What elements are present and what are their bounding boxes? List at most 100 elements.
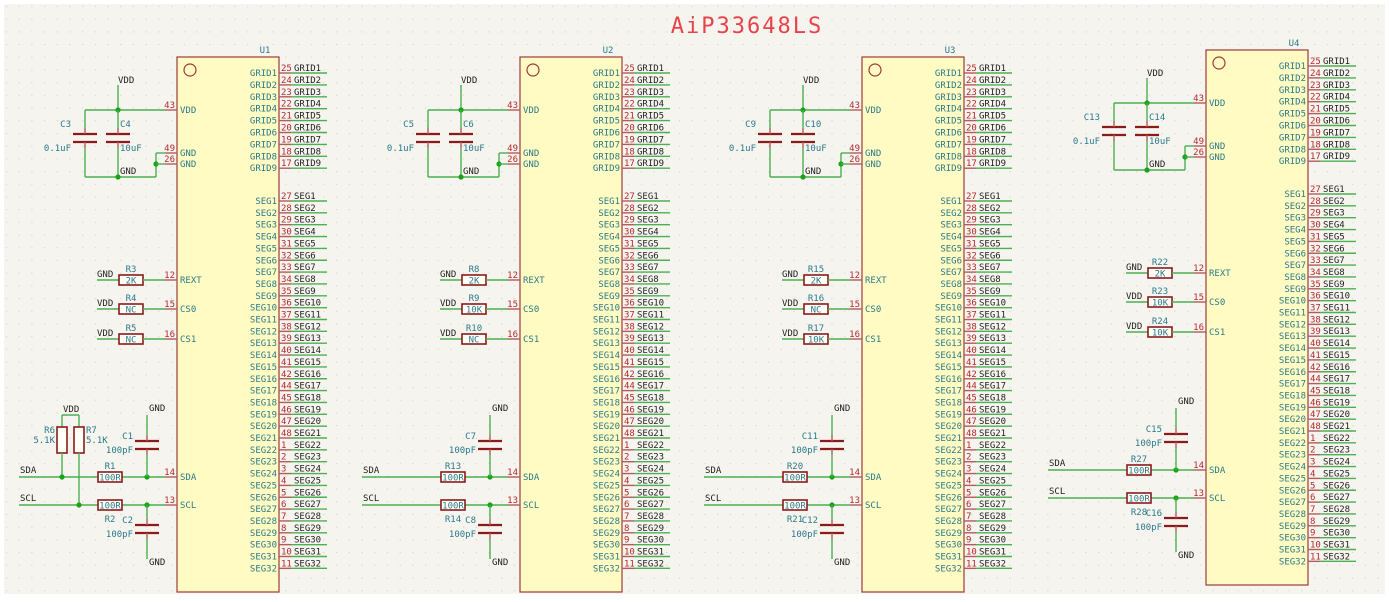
capacitor-C9[interactable]: C90.1uF	[729, 120, 782, 154]
